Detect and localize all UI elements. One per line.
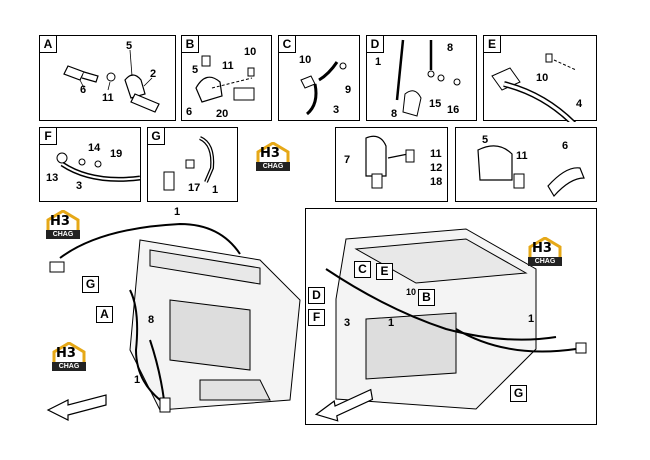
callout-3: 3 [344, 317, 351, 329]
panel-f: F 14 19 13 3 [39, 127, 141, 202]
panel-c: C 10 9 3 [278, 35, 360, 121]
panel-label: B [182, 36, 199, 53]
badge-text: H3 [56, 346, 76, 361]
badge-text: H3 [50, 214, 70, 229]
panel-a: A 5 2 6 11 [39, 35, 176, 121]
callout-13: 13 [46, 172, 59, 184]
panel-b: B 10 5 11 6 20 [181, 35, 272, 121]
badge-strip: CHAG [528, 257, 562, 266]
callout-5: 5 [482, 134, 489, 146]
callout-15: 15 [429, 98, 442, 110]
callout-1-bottom: 1 [134, 374, 141, 386]
callout-10: 10 [406, 287, 417, 297]
callout-11: 11 [430, 148, 442, 160]
callout-16: 16 [447, 104, 460, 116]
callout-18: 18 [430, 176, 443, 188]
badge-house-icon [52, 342, 86, 362]
panel-bracket-7: 7 11 12 18 [335, 127, 448, 202]
box-label-e: E [376, 263, 393, 280]
callout-10: 10 [244, 46, 257, 58]
callout-14: 14 [88, 142, 101, 154]
badge-text: H3 [532, 241, 552, 256]
callout-8b: 8 [391, 108, 398, 120]
box-label-g: G [82, 276, 99, 293]
callout-1: 1 [212, 184, 219, 196]
callout-6: 6 [562, 140, 569, 152]
callout-10: 10 [299, 54, 312, 66]
box-label-b: B [418, 289, 435, 306]
panel-f-drawing [56, 152, 141, 182]
callout-6: 6 [186, 106, 193, 118]
panel-label: G [148, 128, 165, 145]
callout-8: 8 [447, 42, 454, 54]
callout-11: 11 [102, 92, 114, 104]
panel-b-drawing [195, 55, 255, 103]
panel-g: G 17 1 [147, 127, 238, 202]
h3-chag-badge-left-top: H3 CHAG [46, 210, 80, 240]
box-label-g: G [510, 385, 527, 402]
badge-house-icon [46, 210, 80, 230]
panel-label: F [40, 128, 57, 145]
badge-text: H3 [260, 146, 280, 161]
callout-10: 10 [536, 72, 549, 84]
box-label-f: F [308, 309, 325, 326]
panel-label: D [367, 36, 384, 53]
box-label-a: A [96, 306, 113, 323]
callout-17: 17 [188, 182, 201, 194]
callout-11: 11 [222, 60, 234, 72]
panel-d: D 8 1 15 16 8 [366, 35, 477, 121]
panel-label: E [484, 36, 501, 53]
h3-chag-badge: H3 CHAG [256, 142, 290, 172]
callout-1-top: 1 [174, 206, 181, 218]
callout-5: 5 [192, 64, 199, 76]
badge-strip: CHAG [256, 162, 290, 171]
callout-3: 3 [76, 180, 83, 192]
callout-7: 7 [344, 154, 351, 166]
panel-label: A [40, 36, 57, 53]
badge-strip: CHAG [52, 362, 86, 371]
panel-right-view: H3 CHAG C E D B F G 10 3 1 1 [305, 208, 597, 425]
callout-1-right: 1 [528, 313, 535, 325]
panel-g-drawing [163, 136, 215, 191]
h3-chag-badge-left-bottom: H3 CHAG [52, 342, 86, 372]
panel-e: E 10 4 [483, 35, 597, 122]
panel-c-drawing [300, 61, 347, 116]
badge-house-icon [256, 142, 290, 162]
badge-strip: CHAG [46, 230, 80, 239]
callout-5: 5 [126, 40, 133, 52]
callout-11: 11 [516, 150, 528, 162]
callout-1: 1 [375, 56, 382, 68]
callout-6: 6 [80, 84, 87, 96]
callout-12: 12 [430, 162, 443, 174]
badge-house-icon [528, 237, 562, 257]
panel-d-drawing [395, 39, 461, 117]
panel-a-drawing [63, 49, 160, 113]
callout-19: 19 [110, 148, 123, 160]
callout-9: 9 [345, 84, 352, 96]
callout-3: 3 [333, 104, 340, 116]
panel-label: C [279, 36, 296, 53]
bracket-drawing [365, 135, 415, 189]
callout-1-mid: 1 [388, 317, 395, 329]
clip-drawing [477, 145, 585, 198]
box-label-d: D [308, 287, 325, 304]
box-label-c: C [354, 261, 371, 278]
callout-8: 8 [148, 314, 155, 326]
panel-e-drawing [491, 53, 577, 122]
callout-20: 20 [216, 108, 229, 120]
callout-2: 2 [150, 68, 157, 80]
h3-chag-badge-right: H3 CHAG [528, 237, 562, 267]
callout-4: 4 [576, 98, 583, 110]
panel-clip: 5 11 6 [455, 127, 597, 202]
